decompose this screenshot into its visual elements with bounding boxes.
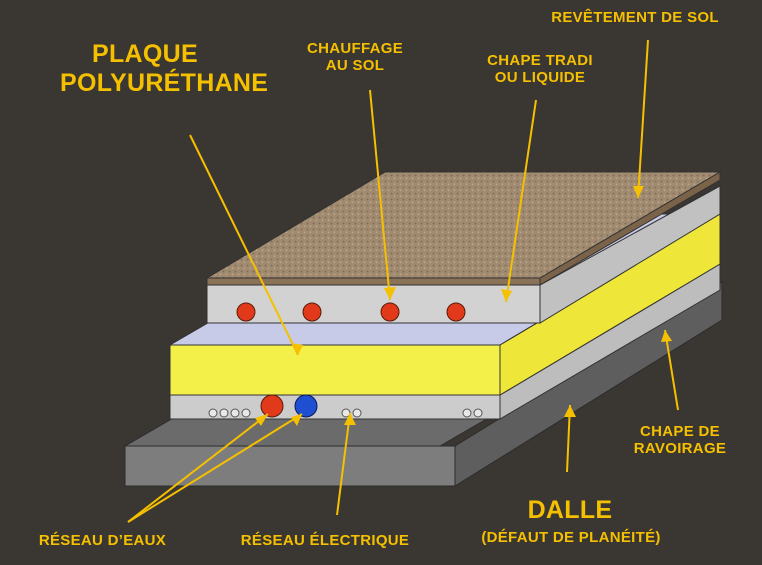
electric-conduit-icon	[341, 408, 362, 418]
revetement-layer	[205, 171, 722, 286]
electric-conduit-icon	[462, 408, 483, 418]
label-reseau-eaux: RÉSEAU D’EAUX	[38, 532, 167, 549]
heating-pipe-icon	[380, 302, 400, 322]
heating-pipe-icon	[446, 302, 466, 322]
label-dalle: DALLE	[527, 496, 613, 524]
arrow-heads	[255, 186, 672, 426]
label-plaque-polyurethane: PLAQUE POLYURÉTHANE	[60, 40, 269, 97]
arrow-revetement	[637, 39, 649, 199]
arrow-chauffage	[369, 89, 391, 301]
cold-water-pipe-icon	[294, 394, 318, 418]
label-chape-de-ravoirage: CHAPE DE RAVOIRAGE	[633, 423, 727, 458]
heating-pipe-icon	[302, 302, 322, 322]
label-chauffage-au-sol: CHAUFFAGE AU SOL	[306, 40, 404, 75]
chape-tradi-layer	[206, 185, 721, 324]
arrow-eaux-1	[127, 413, 269, 523]
electric-conduit-icon	[208, 408, 251, 418]
arrow-eaux-2	[127, 413, 303, 523]
hot-water-pipe-icon	[260, 394, 284, 418]
arrow-ravoirage	[664, 329, 679, 411]
label-revetement-de-sol: REVÊTEMENT DE SOL	[551, 9, 719, 26]
heating-pipes	[236, 302, 466, 322]
arrow-plaque	[189, 134, 299, 356]
heating-pipe-icon	[236, 302, 256, 322]
arrow-chape-tradi	[505, 99, 537, 303]
label-dalle-note: (DÉFAUT DE PLANÉITÉ)	[481, 529, 661, 546]
label-chape-tradi: CHAPE TRADI OU LIQUIDE	[487, 52, 593, 87]
label-reseau-electrique: RÉSEAU ÉLECTRIQUE	[240, 532, 410, 549]
arrow-electrique	[336, 412, 351, 516]
dalle-layer	[123, 281, 723, 487]
networks	[208, 394, 483, 418]
